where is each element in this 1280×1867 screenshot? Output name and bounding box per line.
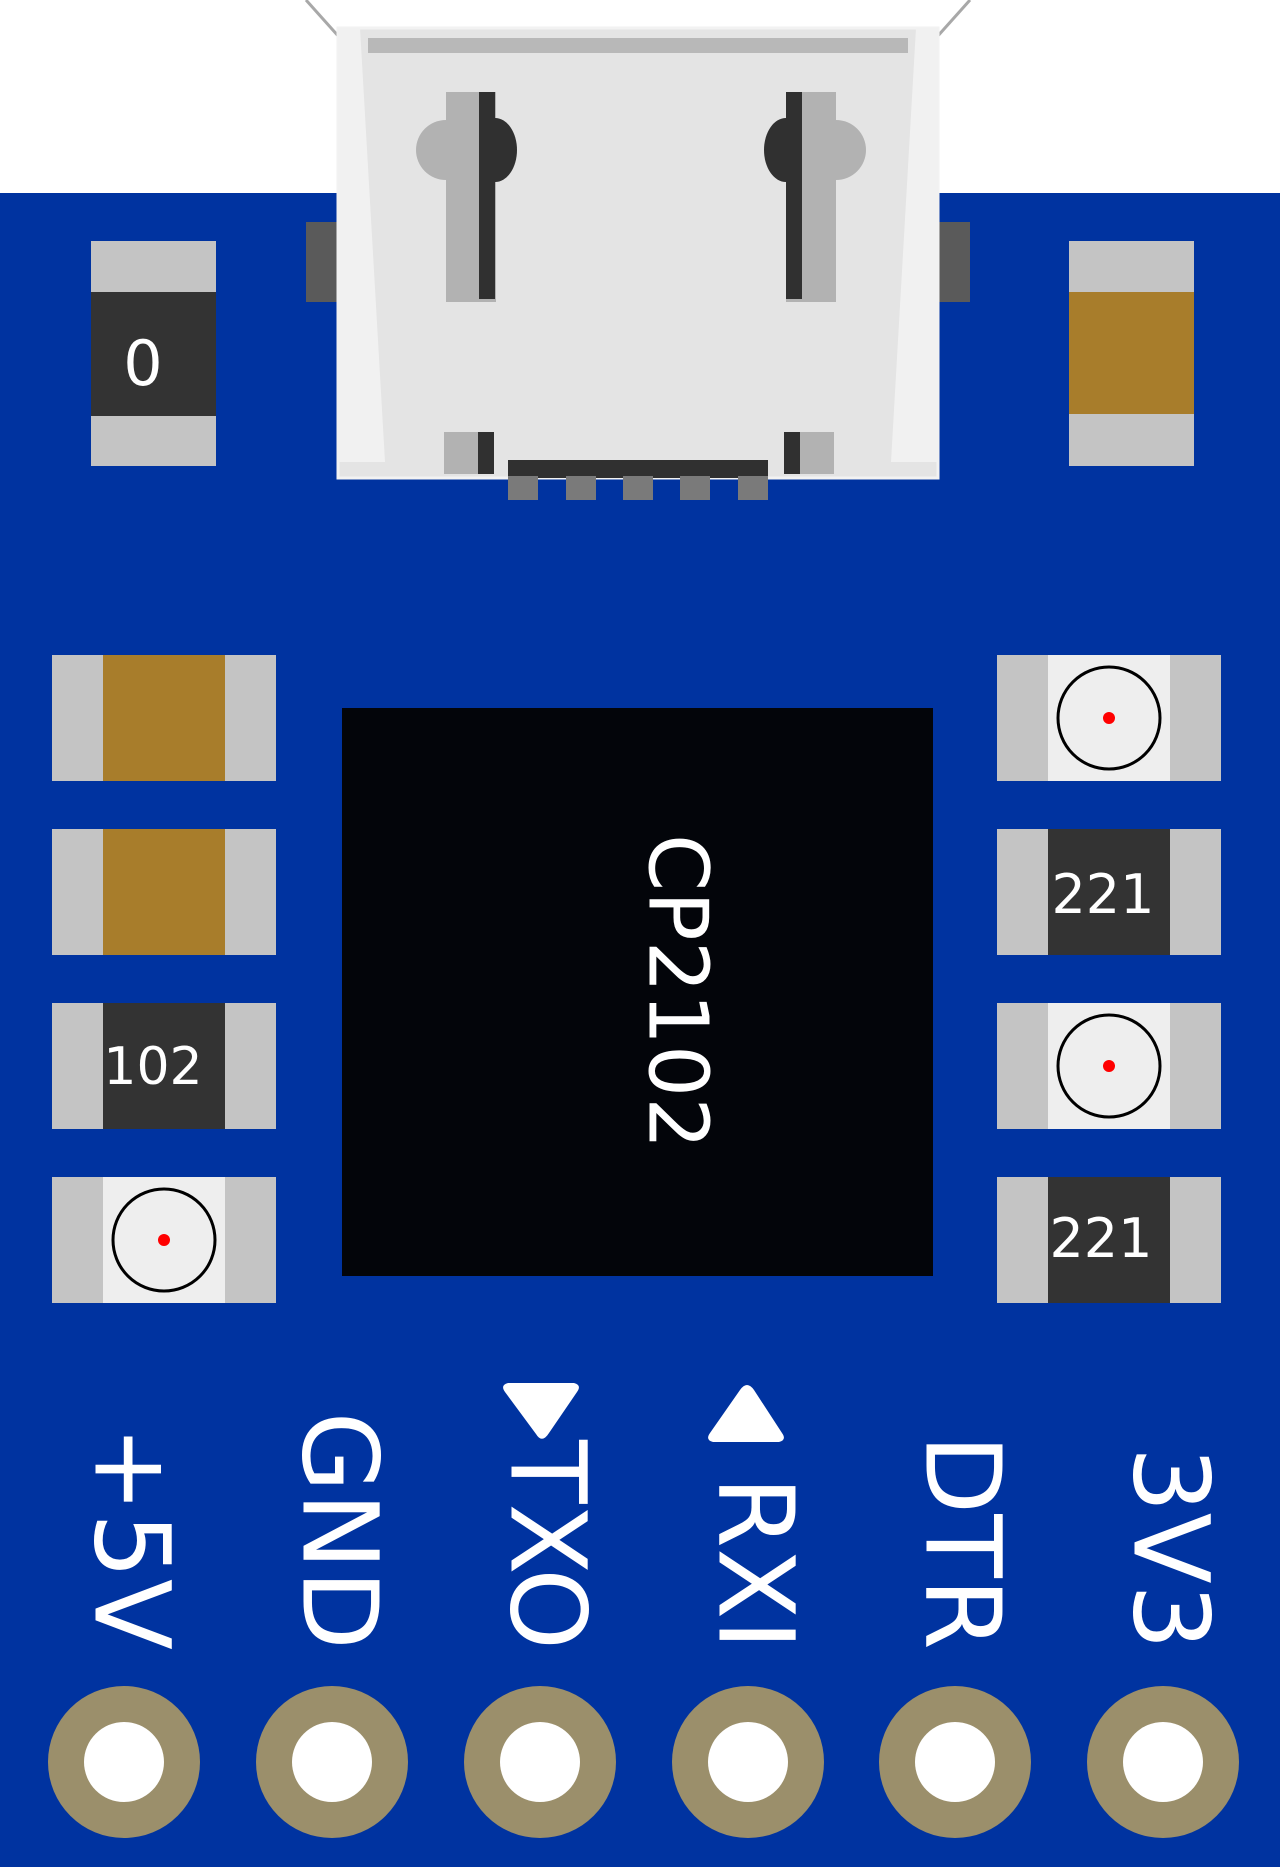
- pin-label-rxi: RXI: [695, 1476, 817, 1650]
- tx-arrow-icon: [503, 1383, 579, 1439]
- pin-label-3v3: 3V3: [1110, 1447, 1232, 1650]
- pin-pad-rxi[interactable]: [672, 1686, 824, 1838]
- usb-connector: [304, 0, 972, 500]
- led-left-dot: [158, 1234, 170, 1246]
- pin-pad-3v3[interactable]: [1087, 1686, 1239, 1838]
- pin-label-gnd: GND: [279, 1412, 401, 1650]
- resistor-right-1-marking: 221: [1051, 863, 1154, 926]
- capacitor-left-1: [52, 655, 276, 781]
- pin-pad-gnd[interactable]: [256, 1686, 408, 1838]
- cp2102-chip: CP2102: [342, 708, 933, 1276]
- chip-label: CP2102: [630, 834, 725, 1149]
- resistor-right-1: 221: [997, 829, 1221, 955]
- pin-pad-txo[interactable]: [464, 1686, 616, 1838]
- led-right-1-dot: [1103, 712, 1115, 724]
- pin-pad-5v[interactable]: [48, 1686, 200, 1838]
- resistor-top-left-marking: 0: [123, 327, 162, 400]
- led-right-1: [997, 655, 1221, 781]
- resistor-right-2: 221: [997, 1177, 1221, 1303]
- capacitor-left-2: [52, 829, 276, 955]
- pin-label-dtr: DTR: [902, 1434, 1024, 1650]
- led-left: [52, 1177, 276, 1303]
- capacitor-top-right: [1069, 241, 1194, 466]
- pin-label-txo: TXO: [487, 1439, 609, 1650]
- pin-pad-dtr[interactable]: [879, 1686, 1031, 1838]
- rx-arrow-icon: [708, 1385, 784, 1442]
- resistor-right-2-marking: 221: [1049, 1207, 1152, 1270]
- pin-label-5v: +5V: [71, 1426, 193, 1650]
- resistor-left-marking: 102: [103, 1037, 202, 1097]
- led-right-2-dot: [1103, 1060, 1115, 1072]
- resistor-left: 102: [52, 1003, 276, 1129]
- resistor-top-left: 0: [91, 241, 216, 466]
- led-right-2: [997, 1003, 1221, 1129]
